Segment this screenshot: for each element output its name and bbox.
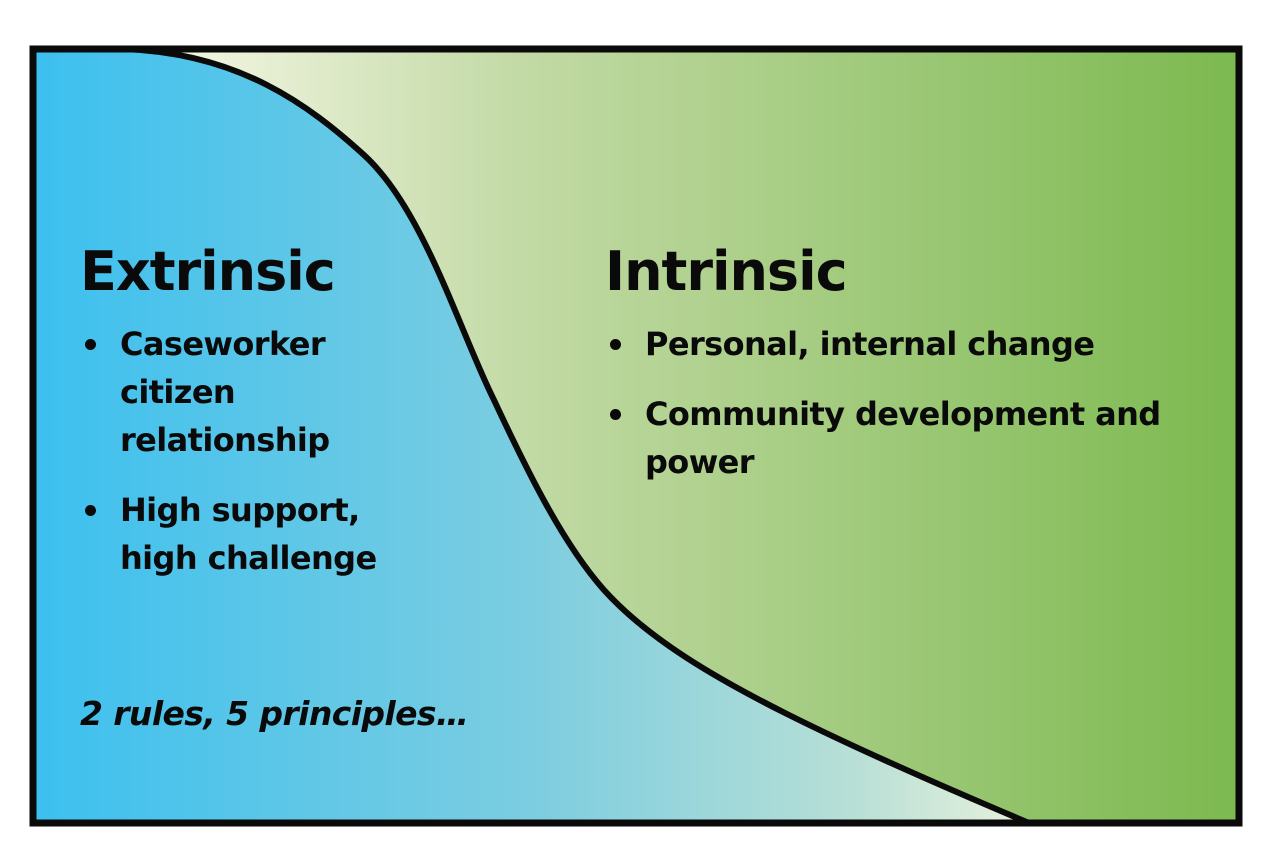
intrinsic-column: Intrinsic Personal, internal change Comm… [605,240,1165,508]
extrinsic-bullet-caseworker: Caseworker citizen relationship [80,320,420,464]
intrinsic-bullet-personal: Personal, internal change [605,320,1165,368]
extrinsic-bullet-support: High support, high challenge [80,486,420,582]
dividing-curve [121,46,1032,826]
intrinsic-heading: Intrinsic [605,240,848,303]
extrinsic-column: Extrinsic Caseworker citizen relationshi… [80,240,420,604]
diagram-graphic [29,45,1243,827]
diagram-frame [29,45,1243,827]
extrinsic-bullet-list: Caseworker citizen relationship High sup… [80,320,420,582]
intrinsic-bullet-community: Community development and power [605,390,1165,486]
intrinsic-bullet-list: Personal, internal change Community deve… [605,320,1165,486]
extrinsic-heading: Extrinsic [80,240,336,303]
extrinsic-region [33,49,1029,823]
frame-border [29,45,1243,827]
extrinsic-tagline: 2 rules, 5 principles… [80,694,469,733]
